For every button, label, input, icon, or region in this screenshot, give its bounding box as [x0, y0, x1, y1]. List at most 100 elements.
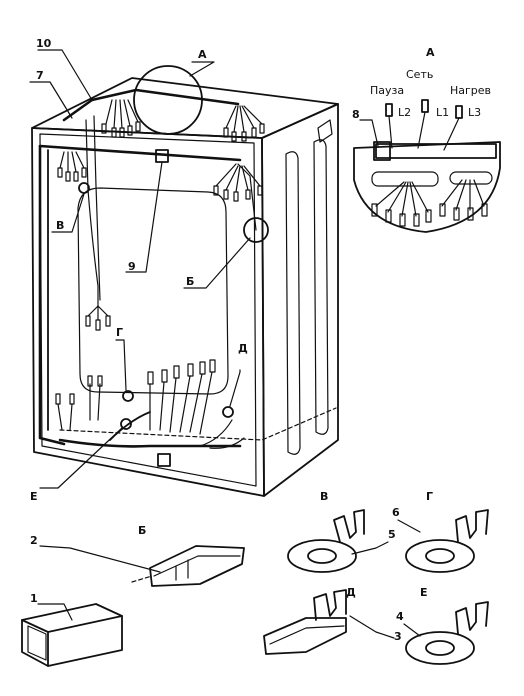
leader-6	[397, 519, 421, 533]
terminal-v-title: В	[320, 490, 328, 503]
label-5: 5	[388, 528, 396, 541]
main-callouts: 10 7 А В 9 Б Г Д Е	[30, 37, 248, 503]
cabinet	[31, 77, 339, 497]
label-3: 3	[394, 630, 402, 643]
right-drop	[237, 163, 257, 231]
female-connector-folds	[175, 559, 189, 581]
leader-8	[359, 119, 379, 147]
label-10: 10	[36, 37, 52, 50]
terminal-d-detail: Д 3	[263, 586, 402, 655]
insulating-sleeve	[21, 603, 123, 667]
terminal-e-title: Е	[420, 586, 428, 599]
detail-a-bowl	[353, 141, 501, 233]
ring-d	[222, 406, 234, 418]
leader-2	[39, 545, 161, 573]
label-9: 9	[128, 260, 136, 273]
side-groove-2	[313, 139, 329, 435]
detail-a-title: А	[426, 46, 435, 59]
label-a-main: А	[198, 48, 207, 61]
ring-lug-e-hole	[425, 640, 455, 656]
female-connector	[149, 545, 245, 587]
terminal-e-detail: Е 4	[396, 586, 489, 665]
top-fan-left	[105, 99, 139, 129]
ring-g	[122, 390, 134, 402]
detail-a-label-8: 8	[352, 108, 360, 121]
leader-b	[183, 237, 251, 289]
upper-left-fan	[59, 151, 85, 173]
ring-lug-g-hole	[425, 548, 455, 564]
lower-left-fan	[57, 383, 101, 431]
leader-1	[37, 603, 73, 621]
leader-a	[189, 61, 215, 77]
terminal-g-title: Г	[426, 490, 433, 503]
lower-terminals	[55, 315, 216, 405]
inner-opening	[77, 187, 229, 395]
ring-lug-v	[287, 539, 357, 573]
detail-a-bar	[375, 143, 497, 159]
leader-v	[51, 193, 85, 233]
leader-e	[39, 427, 123, 489]
terminal-v-detail: В 5	[287, 490, 396, 573]
hidden-edge	[59, 407, 337, 441]
ring-lug-v-crimp	[333, 509, 365, 543]
detail-a-heating: Нагрев	[450, 84, 491, 97]
ring-lug-e	[405, 631, 475, 665]
clamp-bottom	[157, 453, 171, 467]
leader-7	[29, 81, 73, 119]
detail-a: А Сеть Пауза Нагрев L2 L1 L3 8	[352, 46, 501, 233]
leader-g	[115, 339, 127, 391]
top-bundle	[90, 88, 240, 106]
plug-l1	[421, 99, 429, 113]
flat-connector-crimp	[313, 589, 347, 621]
terminal-d-title: Д	[346, 586, 356, 599]
leader-5	[351, 541, 389, 555]
label-4: 4	[396, 610, 404, 623]
insertion-dash	[131, 575, 153, 583]
detail-a-clamp	[373, 141, 391, 161]
leader-3	[349, 615, 395, 639]
label-d-main: Д	[238, 342, 248, 355]
detail-a-network: Сеть	[406, 68, 433, 81]
bottom-bundle	[58, 438, 242, 448]
plug-l2	[385, 103, 393, 117]
side-groove-1	[285, 151, 301, 455]
insulating-sleeve-edges	[21, 615, 123, 667]
leader-lines	[29, 49, 251, 489]
top-left-terminals	[101, 121, 141, 138]
mid-left-fan	[87, 305, 109, 321]
female-connector-ridge	[153, 555, 241, 577]
d-wires	[199, 419, 245, 449]
terminal-g-detail: Г 6	[392, 490, 489, 573]
detail-a-fan-left	[375, 181, 429, 217]
insulating-sleeve-hole	[27, 625, 47, 661]
top-slot	[317, 119, 333, 143]
leader-10	[37, 49, 93, 101]
terminal-b-detail: Б 2 1	[21, 524, 245, 667]
label-v-main: В	[56, 219, 64, 232]
label-7: 7	[36, 69, 44, 82]
cabinet-side	[261, 103, 339, 497]
terminal-b-title: Б	[138, 524, 146, 537]
label-1: 1	[30, 592, 38, 605]
ring-lug-g-crimp	[455, 509, 489, 543]
ring-lug-g	[405, 539, 475, 573]
flat-connector-ridge	[269, 625, 345, 645]
label-2: 2	[30, 534, 38, 547]
upper-right-fan	[215, 163, 261, 193]
label-g-main: Г	[116, 326, 123, 339]
upper-rail	[38, 144, 242, 162]
leader-4	[403, 623, 421, 637]
flat-connector	[263, 617, 347, 655]
detail-a-l3: L3	[468, 106, 481, 119]
detail-a-pause: Пауза	[370, 84, 404, 97]
detail-a-slot-2	[449, 171, 493, 185]
left-bundle	[38, 144, 66, 446]
label-6: 6	[392, 506, 400, 519]
drop-wire-left	[85, 119, 99, 307]
plug-l3	[455, 105, 463, 119]
detail-a-marker	[133, 65, 203, 135]
connector-terminals	[55, 121, 265, 467]
detail-a-slot	[371, 171, 439, 187]
